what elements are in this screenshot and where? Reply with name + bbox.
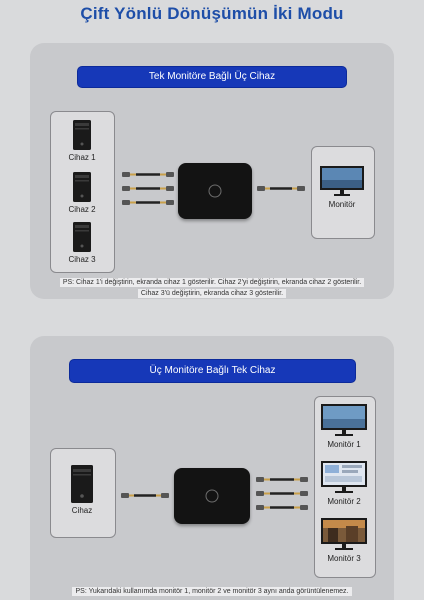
mode1-panel: Tek Monitöre Bağlı Üç Cihaz Cihaz 1 Ciha… — [30, 43, 394, 299]
hdmi-cable-icon — [256, 477, 308, 510]
mode2-device: Cihaz — [54, 464, 110, 515]
mode2-monitor-3-label: Monitör 3 — [327, 554, 361, 563]
switch-button-icon — [205, 489, 219, 503]
hdmi-cable-icon — [257, 186, 305, 191]
mode2-switch — [174, 468, 250, 524]
mode1-monitor: Monitör — [314, 164, 370, 209]
mode2-device-label: Cihaz — [71, 506, 93, 515]
hdmi-cable-icon — [122, 172, 174, 205]
mode1-device-3: Cihaz 3 — [54, 221, 110, 264]
mode1-note-line2: Cihaz 3'ü değiştirin, ekranda cihaz 3 gö… — [137, 289, 287, 298]
mode2-monitor-2-label: Monitör 2 — [327, 497, 361, 506]
mode2-note: PS: Yukarıdaki kullanımda monitör 1, mon… — [38, 586, 386, 597]
pc-tower-icon — [73, 222, 91, 252]
monitor-icon — [321, 461, 367, 493]
pc-tower-icon — [73, 172, 91, 202]
mode2-monitor-1-label: Monitör 1 — [327, 440, 361, 449]
hdmi-cable-icon — [121, 493, 169, 498]
mode2-panel: Üç Monitöre Bağlı Tek Cihaz Cihaz — [30, 336, 394, 600]
mode1-note-line1: PS: Cihaz 1'i değiştirin, ekranda cihaz … — [59, 278, 365, 287]
mode1-note: PS: Cihaz 1'i değiştirin, ekranda cihaz … — [50, 277, 374, 299]
switch-button-icon — [208, 184, 222, 198]
mode2-monitor-3: Monitör 3 — [316, 516, 372, 563]
mode2-note-text: PS: Yukarıdaki kullanımda monitör 1, mon… — [72, 587, 352, 596]
page-title: Çift Yönlü Dönüşümün İki Modu — [80, 4, 344, 23]
mode1-device-1: Cihaz 1 — [54, 119, 110, 162]
monitor-icon — [321, 404, 367, 436]
mode2-monitor-1: Monitör 1 — [316, 402, 372, 449]
mode2-banner: Üç Monitöre Bağlı Tek Cihaz — [70, 360, 355, 382]
monitor-icon — [321, 518, 367, 550]
mode2-monitor-2: Monitör 2 — [316, 459, 372, 506]
mode1-device-2-label: Cihaz 2 — [68, 205, 96, 214]
pc-tower-icon — [73, 120, 91, 150]
mode1-banner: Tek Monitöre Bağlı Üç Cihaz — [78, 67, 346, 87]
mode1-device-2: Cihaz 2 — [54, 171, 110, 214]
pc-tower-icon — [71, 465, 93, 503]
mode1-device-3-label: Cihaz 3 — [68, 255, 96, 264]
mode1-switch — [178, 163, 252, 219]
mode1-monitor-label: Monitör — [328, 200, 356, 209]
mode1-device-1-label: Cihaz 1 — [68, 153, 96, 162]
monitor-icon — [320, 166, 364, 196]
